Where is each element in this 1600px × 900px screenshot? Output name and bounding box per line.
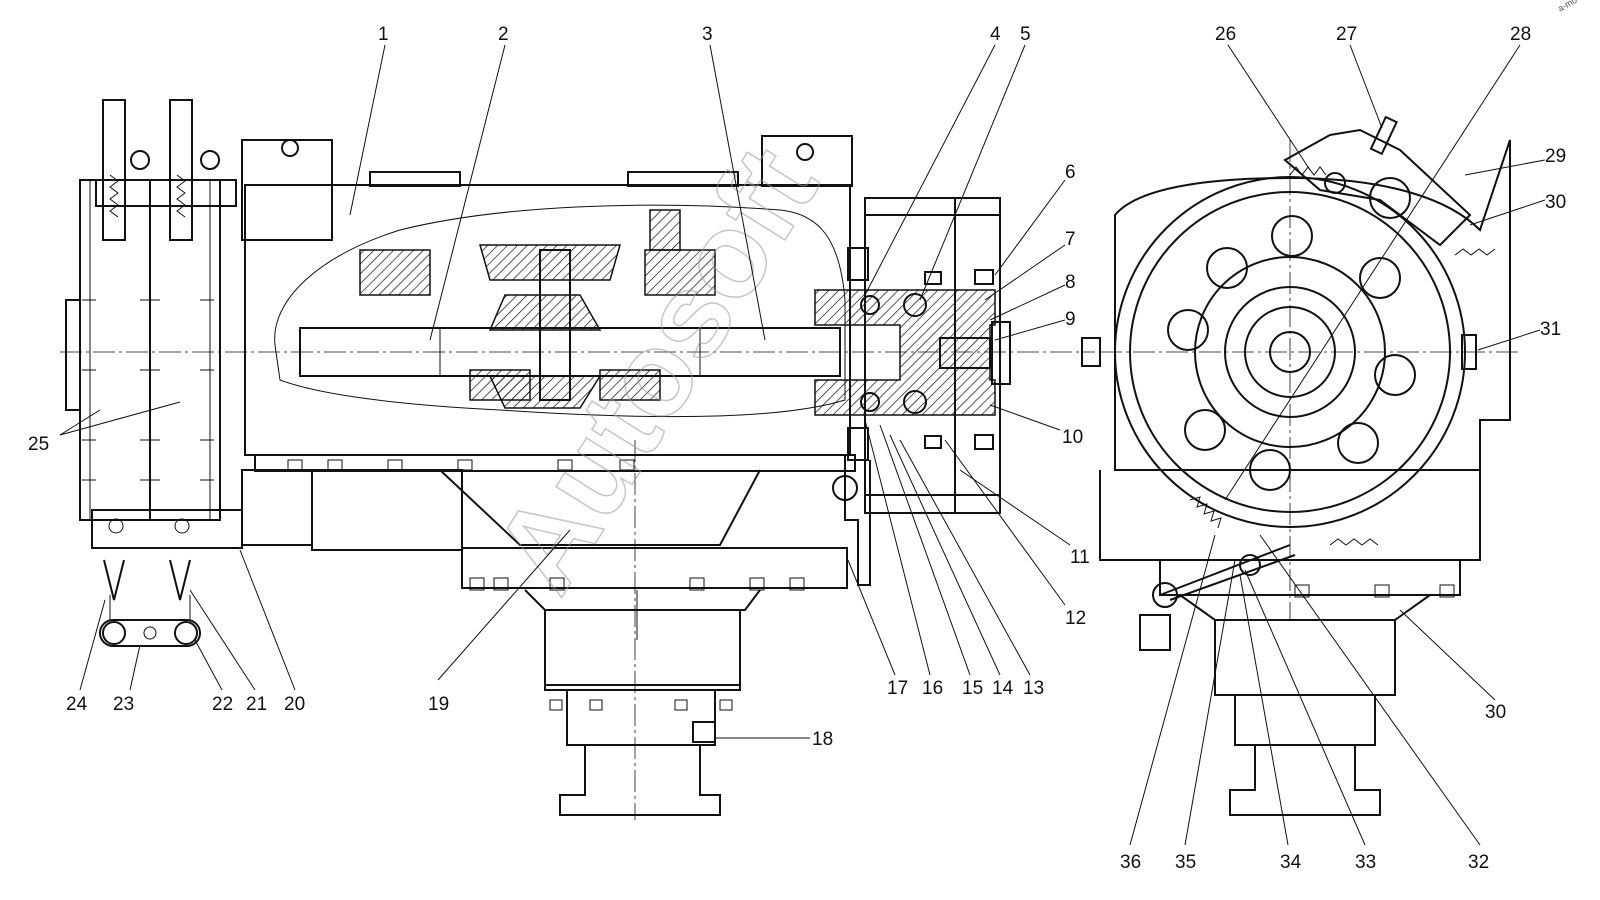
part-label-28: 28 bbox=[1510, 24, 1531, 45]
part-label-25: 25 bbox=[28, 434, 49, 455]
part-label-7: 7 bbox=[1065, 229, 1076, 250]
part-label-24: 24 bbox=[66, 694, 88, 715]
part-label-23: 23 bbox=[113, 694, 134, 715]
wheel-hub bbox=[814, 197, 1101, 586]
differential-shafts bbox=[299, 209, 841, 409]
part-label-11: 11 bbox=[1070, 547, 1090, 568]
part-label-2: 2 bbox=[498, 24, 509, 45]
housing-bolts bbox=[254, 454, 856, 472]
part-label-1: 1 bbox=[378, 24, 389, 45]
part-label-6: 6 bbox=[1065, 162, 1076, 183]
leader-lines bbox=[59, 44, 1546, 846]
part-label-12: 12 bbox=[1065, 608, 1086, 629]
part-label-34: 34 bbox=[1280, 852, 1302, 873]
part-label-31: 31 bbox=[1540, 319, 1561, 340]
part-label-35: 35 bbox=[1175, 852, 1196, 873]
part-label-15: 15 bbox=[962, 678, 983, 699]
part-label-29: 29 bbox=[1545, 146, 1566, 167]
part-label-21: 21 bbox=[246, 694, 267, 715]
part-label-8: 8 bbox=[1065, 272, 1076, 293]
part-label-20: 20 bbox=[284, 694, 305, 715]
part-label-36: 36 bbox=[1120, 852, 1141, 873]
final-drive bbox=[461, 547, 848, 816]
part-label-3: 3 bbox=[702, 24, 713, 45]
part-label-26: 26 bbox=[1215, 24, 1236, 45]
brake-drums bbox=[65, 99, 243, 647]
part-labels: 1 2 3 4 5 6 7 8 9 10 11 12 13 14 15 16 1… bbox=[28, 24, 1566, 873]
part-label-32: 32 bbox=[1468, 852, 1489, 873]
part-label-4: 4 bbox=[990, 24, 1001, 45]
part-label-27: 27 bbox=[1336, 24, 1357, 45]
side-section-view bbox=[60, 99, 1101, 820]
part-label-9: 9 bbox=[1065, 309, 1076, 330]
part-label-17: 17 bbox=[887, 678, 908, 699]
part-label-33: 33 bbox=[1355, 852, 1376, 873]
end-view bbox=[1099, 115, 1520, 816]
part-label-10: 10 bbox=[1062, 427, 1083, 448]
part-label-19: 19 bbox=[428, 694, 449, 715]
part-label-14: 14 bbox=[992, 678, 1014, 699]
autosoft-watermark: Autosoft bbox=[468, 125, 843, 614]
part-label-30-bottom: 30 bbox=[1485, 702, 1506, 723]
part-label-13: 13 bbox=[1023, 678, 1044, 699]
part-label-16: 16 bbox=[922, 678, 943, 699]
part-label-22: 22 bbox=[212, 694, 233, 715]
part-label-18: 18 bbox=[812, 729, 833, 750]
corner-watermark: a-mo bbox=[1556, 0, 1579, 14]
part-label-5: 5 bbox=[1020, 24, 1031, 45]
part-label-30-top: 30 bbox=[1545, 192, 1566, 213]
axle-housing bbox=[241, 135, 856, 551]
